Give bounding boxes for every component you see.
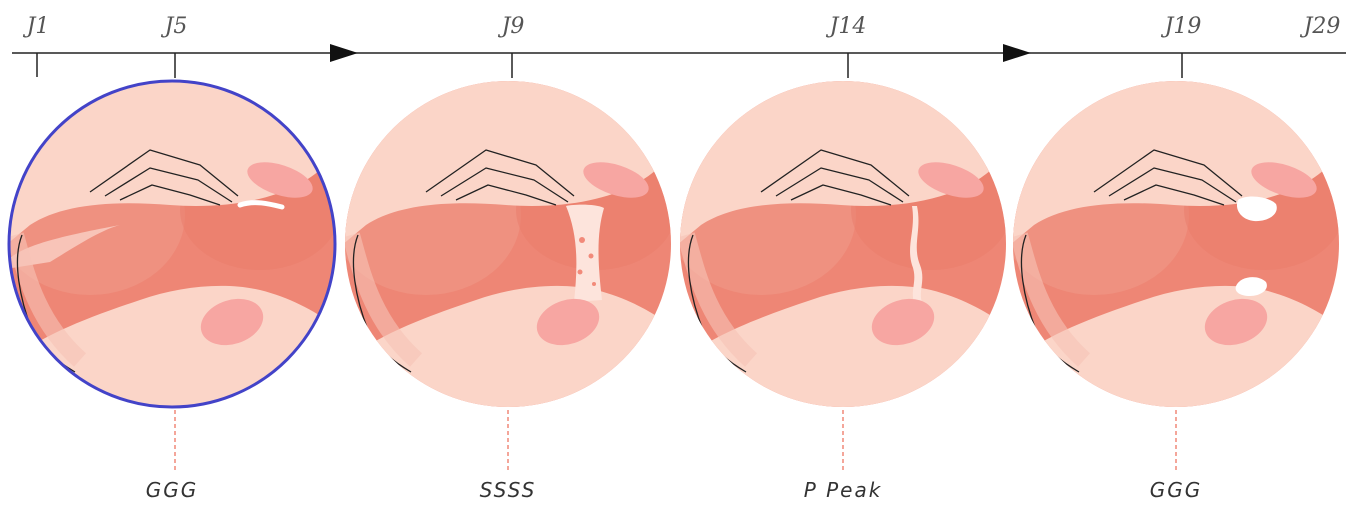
timeline-arrow-icon: [330, 44, 358, 62]
panel-j19: [999, 70, 1364, 470]
panel-j9: [331, 70, 696, 470]
phase-label: P Peak: [804, 478, 883, 502]
phase-label: GGG: [1150, 478, 1203, 502]
day-label-j5: J5: [165, 14, 188, 39]
day-label-j19: J19: [1165, 14, 1202, 39]
day-label-j1: J1: [27, 14, 50, 39]
timeline-arrow-icon: [1003, 44, 1031, 62]
phase-label: SSSS: [480, 478, 537, 502]
panel-j5: [0, 70, 360, 470]
panel-j14: [666, 70, 1031, 470]
day-label-j14: J14: [830, 14, 867, 39]
timeline-axis: [12, 44, 1346, 78]
day-label-j9: J9: [502, 14, 525, 39]
phase-label: GGG: [146, 478, 199, 502]
day-label-j29: J29: [1304, 14, 1341, 39]
